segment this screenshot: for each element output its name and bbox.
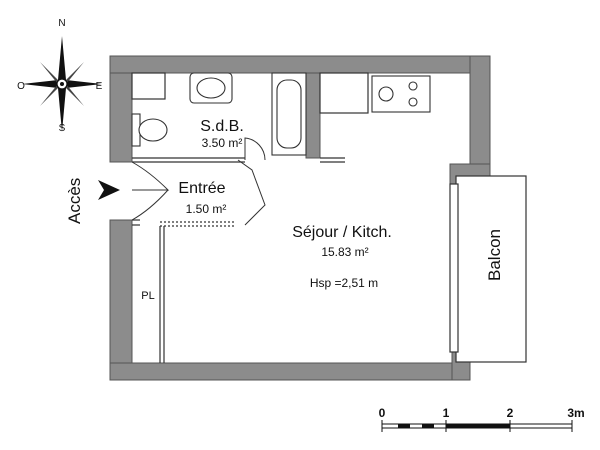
scale-tick-3: 3m bbox=[567, 406, 584, 420]
compass-west-label: O bbox=[17, 81, 25, 92]
bathroom-name: S.d.B. bbox=[200, 118, 244, 135]
living-name: Séjour / Kitch. bbox=[292, 224, 392, 241]
compass-rose: N S E O bbox=[17, 18, 103, 134]
balcony bbox=[449, 175, 527, 363]
scale-tick-1: 1 bbox=[443, 406, 450, 420]
access-label: Accès bbox=[65, 178, 84, 224]
partitions bbox=[131, 72, 369, 363]
balcony-label: Balcon bbox=[485, 229, 504, 281]
compass-south-label: S bbox=[59, 123, 66, 134]
living-ceiling-height: Hsp =2,51 m bbox=[310, 276, 378, 290]
entry-name: Entrée bbox=[178, 180, 225, 197]
bathroom-area: 3.50 m² bbox=[202, 136, 243, 150]
compass-east-label: E bbox=[96, 81, 103, 92]
access-arrow bbox=[98, 180, 120, 200]
toilet-bowl bbox=[138, 118, 168, 142]
scale-tick-2: 2 bbox=[507, 406, 514, 420]
living-area: 15.83 m² bbox=[321, 245, 368, 259]
kitchen-cooktop bbox=[371, 75, 431, 113]
closet-label: PL bbox=[141, 290, 154, 302]
entry-area: 1.50 m² bbox=[186, 202, 227, 216]
walls bbox=[109, 55, 491, 381]
bathroom-fixtures bbox=[131, 72, 307, 156]
scale-bar: 0 1 2 3m bbox=[379, 406, 585, 432]
doors bbox=[131, 137, 266, 226]
compass-north-label: N bbox=[58, 18, 65, 29]
scale-tick-0: 0 bbox=[379, 406, 386, 420]
